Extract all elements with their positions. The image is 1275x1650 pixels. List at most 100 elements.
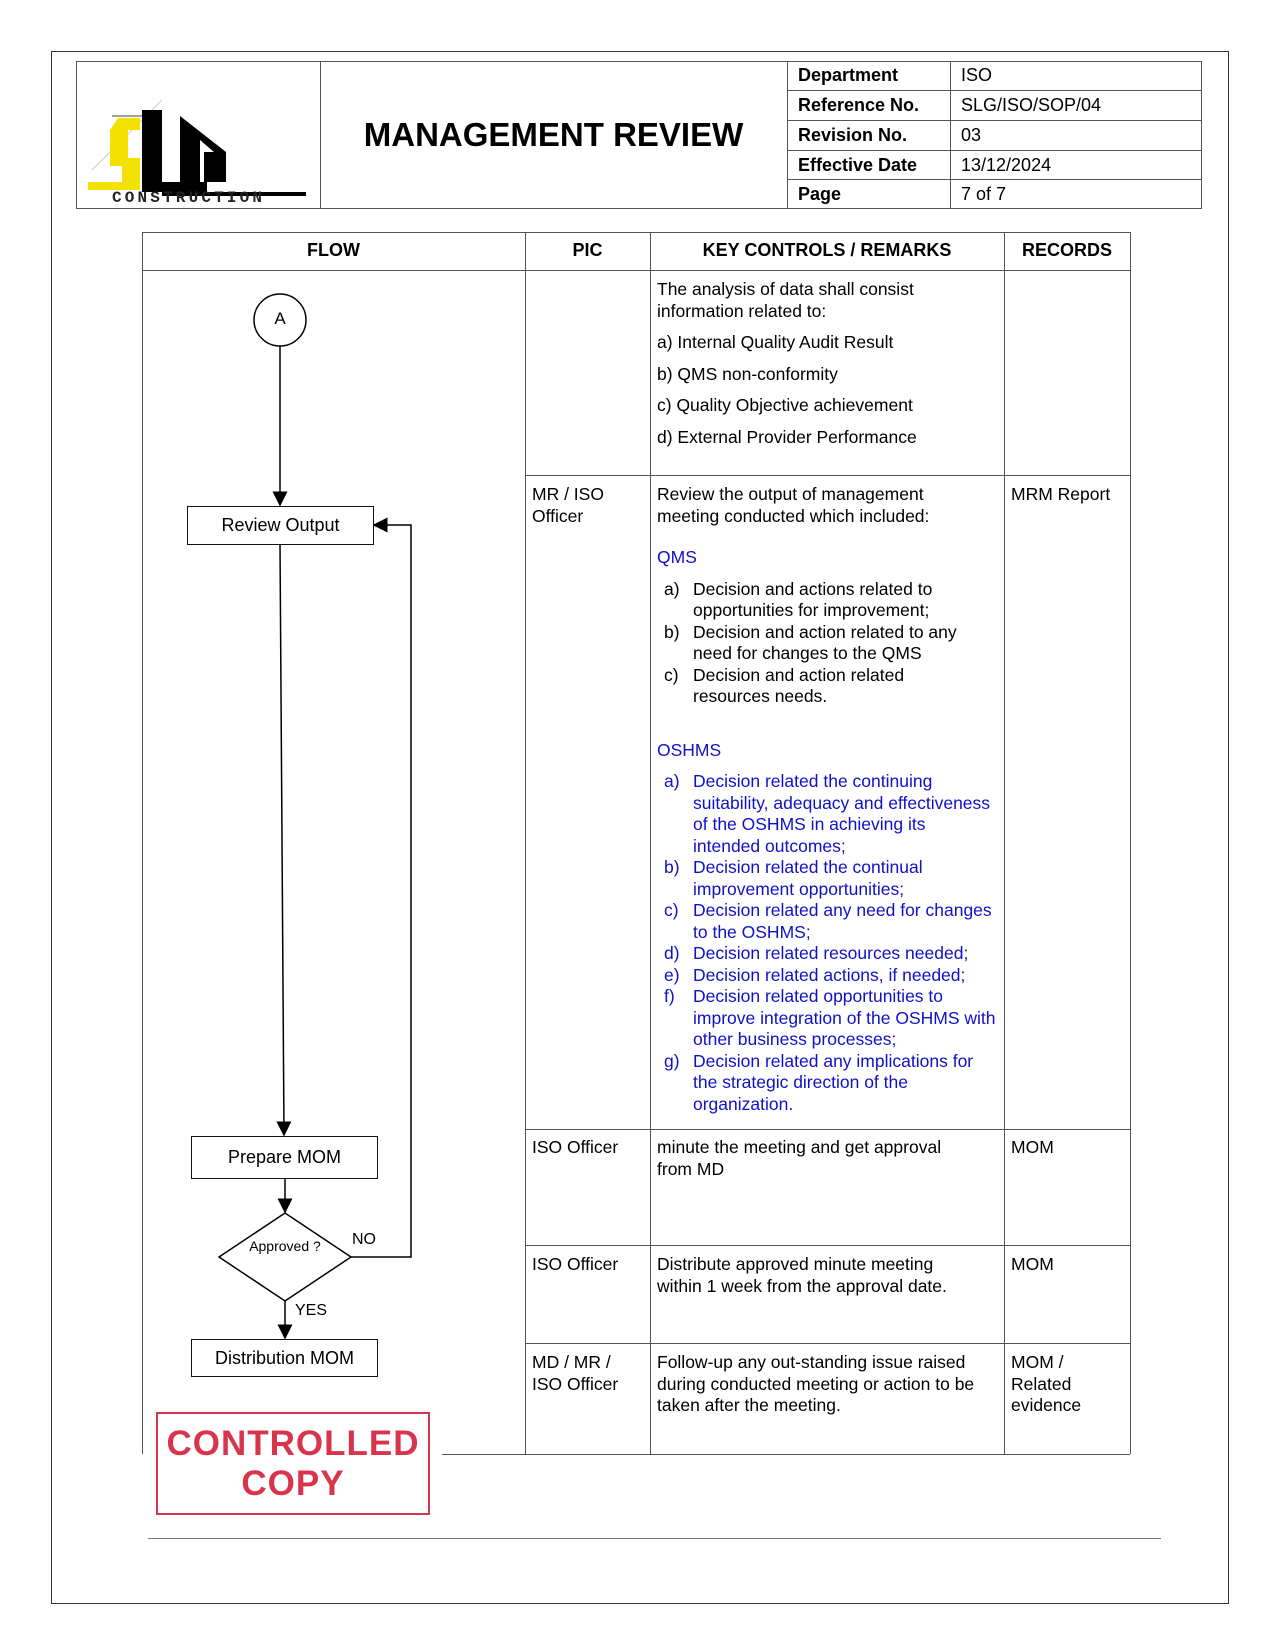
remarks-cell: minute the meeting and get approval from…	[657, 1137, 942, 1179]
column-header-remarks: KEY CONTROLS / REMARKS	[702, 240, 952, 260]
qms-heading: QMS	[657, 547, 697, 567]
oshms-heading: OSHMS	[657, 739, 722, 760]
remarks-cell: Distribute approved minute meeting withi…	[657, 1254, 947, 1296]
remarks-list-item: b)Decision and action related to any nee…	[657, 622, 957, 665]
divider	[320, 61, 321, 209]
document-title: MANAGEMENT REVIEW	[363, 116, 744, 153]
row-divider	[525, 1129, 1130, 1130]
list-text: Decision related opportunities to improv…	[693, 986, 996, 1049]
decision-diamond	[217, 1212, 353, 1302]
column-header-flow: FLOW	[307, 240, 360, 260]
company-logo: CONSTRUCTION	[88, 99, 306, 205]
list-text: Decision and action related resources ne…	[693, 664, 905, 707]
list-text: Decision related the continual improveme…	[693, 857, 923, 899]
table-border	[650, 232, 651, 1454]
list-marker: c)	[664, 664, 679, 685]
table-border	[1004, 232, 1005, 1454]
page-border	[51, 51, 1229, 1604]
list-text: Decision related any need for changes to…	[693, 900, 992, 942]
remarks-cell: Review the output of management meeting …	[657, 484, 999, 1115]
list-marker: e)	[664, 964, 680, 985]
row-divider	[525, 475, 1130, 476]
pic-cell: ISO Officer	[532, 1137, 619, 1157]
meta-label: Reference No.	[798, 95, 920, 115]
remarks-item: a) Internal Quality Audit Result	[657, 332, 894, 352]
connector-label: A	[274, 309, 286, 328]
divider	[787, 150, 1202, 151]
no-label: NO	[352, 1231, 376, 1248]
table-border	[442, 1454, 1130, 1455]
remarks-list-item: g) Decision related any implications for …	[657, 1051, 997, 1116]
remarks-list-item: e) Decision related actions, if needed;	[657, 965, 997, 987]
meta-value: 7 of 7	[961, 184, 1007, 204]
header-table	[76, 61, 1202, 209]
records-cell: MOM / Related evidence	[1011, 1352, 1082, 1415]
remarks-item: b) QMS non-conformity	[657, 363, 838, 384]
meta-value: ISO	[961, 65, 993, 85]
pic-cell: MR / ISO Officer	[532, 484, 604, 526]
review-output-box: Review Output	[187, 506, 374, 545]
table-border	[142, 232, 1130, 233]
list-marker: b)	[664, 857, 680, 877]
records-cell: MRM Report	[1011, 484, 1111, 504]
stamp-line: COPY	[241, 1464, 345, 1503]
yes-label: YES	[295, 1302, 328, 1319]
meta-value: 13/12/2024	[961, 155, 1052, 175]
distribution-mom-box: Distribution MOM	[191, 1339, 378, 1377]
table-border	[142, 232, 143, 1454]
list-marker: b)	[664, 621, 680, 642]
column-header-pic: PIC	[572, 240, 603, 260]
remarks-list-item: c) Decision and action related resources …	[657, 665, 957, 708]
remarks-list-item: c) Decision related any need for changes …	[657, 900, 997, 943]
row-divider	[525, 1343, 1130, 1344]
list-text: Decision related actions, if needed;	[693, 964, 966, 985]
remarks-cell: The analysis of data shall consist infor…	[657, 279, 957, 448]
remarks-item: d) External Provider Performance	[657, 426, 917, 447]
list-text: Decision related any implications for th…	[693, 1050, 974, 1114]
remarks-list-item: d) Decision related resources needed;	[657, 943, 997, 965]
remarks-item: c) Quality Objective achievement	[657, 395, 913, 415]
list-text: Decision related the continuing suitabil…	[693, 771, 991, 856]
remarks-list-item: a) Decision related the continuing suitab…	[657, 771, 997, 857]
remarks-cell: Follow-up any out-standing issue raised …	[657, 1352, 975, 1415]
row-divider	[525, 1245, 1130, 1246]
remarks-list-item: a) Decision and actions related to opport…	[657, 579, 957, 622]
remarks-list-item: b) Decision related the continual improve…	[657, 857, 997, 900]
list-text: Decision and actions related to opportun…	[693, 578, 933, 621]
column-header-records: RECORDS	[1021, 240, 1112, 260]
footer-line	[148, 1538, 1161, 1539]
meta-value: SLG/ISO/SOP/04	[961, 95, 1102, 115]
list-marker: c)	[664, 900, 679, 920]
meta-label: Department	[798, 65, 899, 85]
list-marker: g)	[664, 1050, 680, 1071]
table-border	[142, 270, 1130, 271]
divider	[787, 61, 788, 209]
remarks-text: Review the output of management meeting …	[657, 484, 930, 526]
list-marker: f)	[664, 986, 675, 1006]
divider	[787, 90, 1202, 91]
list-text: Decision related resources needed;	[693, 943, 969, 963]
records-cell: MOM	[1011, 1137, 1054, 1157]
list-marker: a)	[664, 771, 680, 791]
meta-label: Effective Date	[798, 155, 918, 175]
table-border	[1130, 232, 1131, 1454]
flowchart-lines	[217, 293, 412, 1340]
meta-label: Page	[798, 184, 842, 204]
meta-value: 03	[961, 125, 982, 145]
divider	[950, 61, 951, 209]
decision-label: Approved ?	[249, 1238, 321, 1254]
prepare-mom-box: Prepare MOM	[191, 1136, 378, 1179]
list-marker: a)	[664, 578, 680, 599]
stamp-line: CONTROLLED	[166, 1424, 420, 1463]
divider	[787, 120, 1202, 121]
remarks-text: The analysis of data shall consist infor…	[657, 279, 914, 321]
pic-cell: ISO Officer	[532, 1254, 619, 1274]
table-border	[525, 232, 526, 1454]
controlled-copy-stamp: CONTROLLED COPY	[156, 1412, 430, 1515]
remarks-list-item: f) Decision related opportunities to impr…	[657, 986, 997, 1051]
records-cell: MOM	[1011, 1254, 1054, 1274]
divider	[787, 179, 1202, 180]
pic-cell: MD / MR / ISO Officer	[532, 1352, 619, 1394]
list-marker: d)	[664, 943, 680, 963]
